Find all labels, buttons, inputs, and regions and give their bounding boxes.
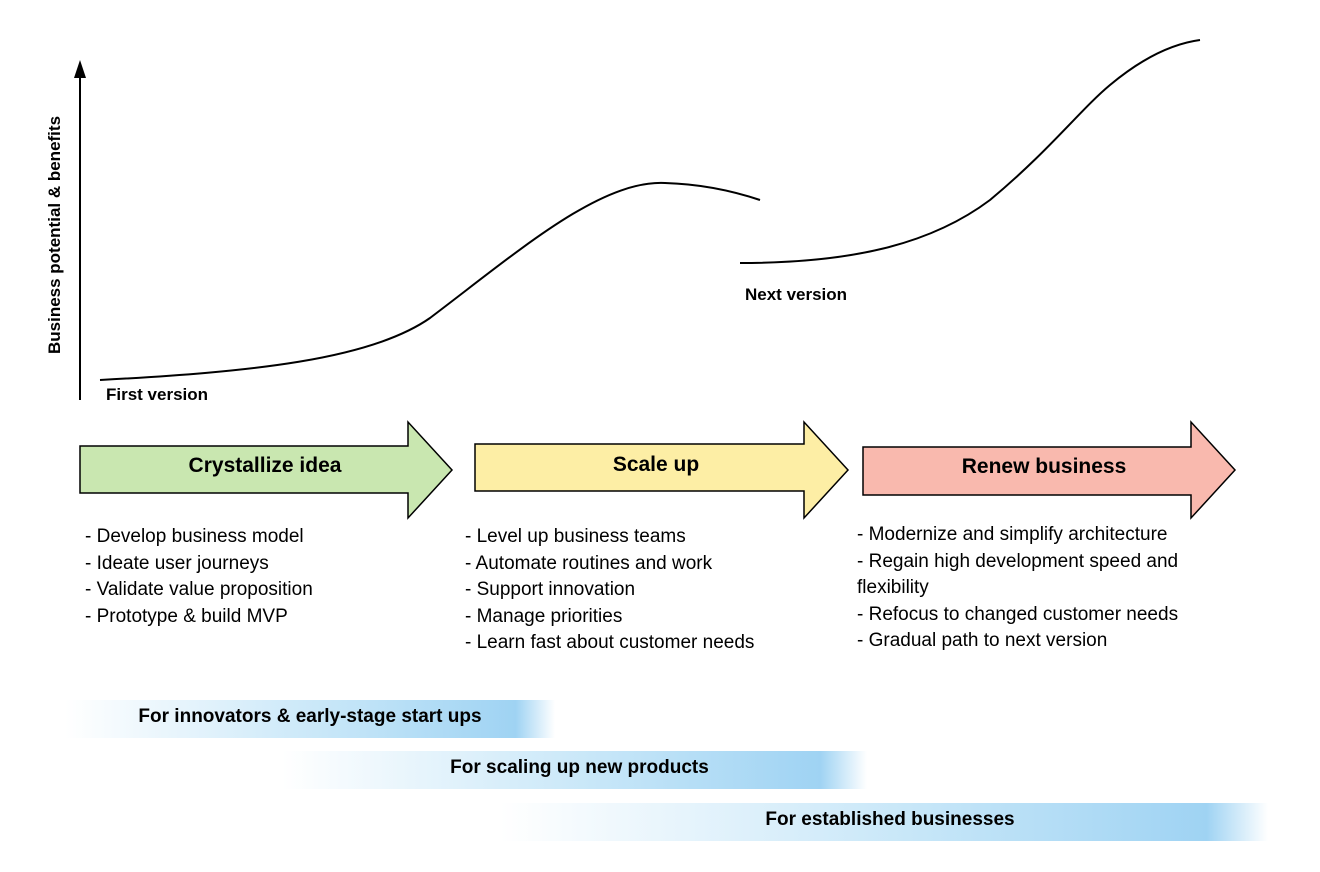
- list-item: - Support innovation: [465, 579, 636, 600]
- audience-label-established: For established businesses: [765, 809, 1015, 830]
- list-item: - Automate routines and work: [465, 552, 713, 574]
- first-version-label: First version: [106, 385, 209, 404]
- stage-arrow-scale-up: [474, 420, 850, 520]
- list-item: - Modernize and simplify architecture: [857, 524, 1168, 545]
- list-item: - Gradual path to next version: [857, 630, 1108, 651]
- y-axis-label: Business potential & benefits: [45, 115, 64, 355]
- audience-band-scaling: [282, 751, 867, 789]
- list-item: - Ideate user journeys: [85, 552, 269, 574]
- list-item: - Refocus to changed customer needs: [857, 603, 1179, 625]
- stage-arrow-crystallize: [79, 420, 454, 520]
- next-version-label: Next version: [745, 285, 848, 304]
- stage-title-renew: Renew business: [961, 455, 1127, 478]
- stage-arrow-renew: [862, 420, 1237, 520]
- audience-band-innovators: [65, 700, 555, 738]
- stage-title-scale-up: Scale up: [612, 453, 700, 476]
- audience-label-innovators: For innovators & early-stage start ups: [138, 706, 482, 727]
- stage-title-crystallize: Crystallize idea: [188, 454, 342, 477]
- list-item: - Prototype & build MVP: [85, 605, 288, 627]
- list-item: - Develop business model: [85, 526, 304, 547]
- list-item: - Regain high development speed and flex…: [857, 550, 1179, 599]
- list-item: - Validate value proposition: [85, 579, 313, 600]
- list-item: - Learn fast about customer needs: [465, 632, 755, 653]
- next-version-curve: [739, 39, 1201, 264]
- stage-list-renew: - Modernize and simplify architecture - …: [857, 522, 1242, 655]
- audience-label-scaling: For scaling up new products: [450, 757, 709, 778]
- list-item: - Level up business teams: [465, 526, 686, 547]
- stage-list-scale-up: - Level up business teams - Automate rou…: [465, 524, 835, 657]
- first-version-curve: [99, 181, 761, 381]
- stage-list-crystallize: - Develop business model - Ideate user j…: [85, 524, 445, 630]
- list-item: - Manage priorities: [465, 605, 623, 627]
- audience-band-established: [500, 803, 1268, 841]
- y-axis-arrowhead: [74, 60, 86, 78]
